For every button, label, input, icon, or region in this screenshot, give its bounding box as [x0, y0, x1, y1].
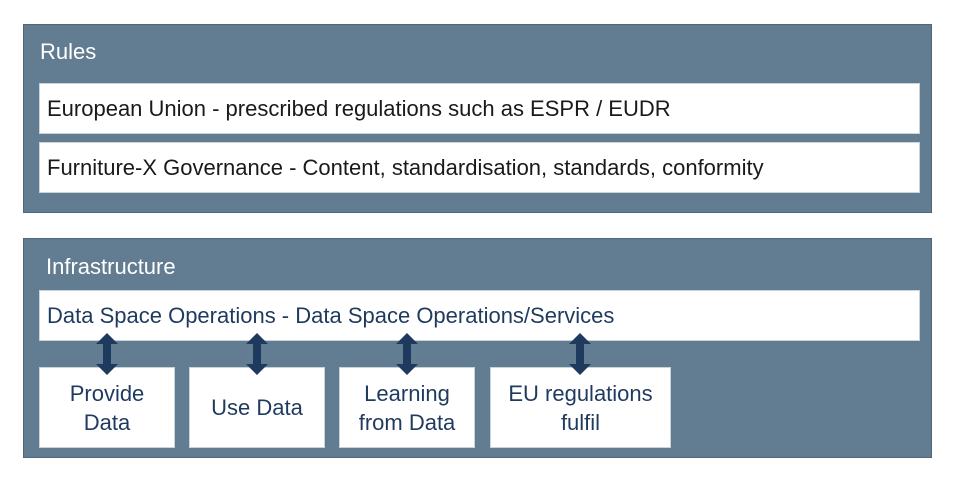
- rule-furniture-x-governance: Furniture-X Governance - Content, standa…: [39, 142, 920, 193]
- rules-panel: Rules European Union - prescribed regula…: [23, 24, 932, 213]
- use-data-box: Use Data: [189, 367, 325, 448]
- provide-data-box: Provide Data: [39, 367, 175, 448]
- learning-from-data-box: Learning from Data: [339, 367, 475, 448]
- infrastructure-title: Infrastructure: [46, 254, 176, 279]
- rules-title: Rules: [40, 39, 97, 64]
- double-arrow-learning-from-data: [396, 333, 418, 375]
- rule-eu-regulations: European Union - prescribed regulations …: [39, 83, 920, 134]
- eu-regulations-fulfil-box: EU regulations fulfil: [490, 367, 671, 448]
- double-arrow-use-data: [246, 333, 268, 375]
- infrastructure-panel: Infrastructure Data Space Operations - D…: [23, 238, 932, 458]
- double-arrow-provide-data: [96, 333, 118, 375]
- double-arrow-eu-regulations: [569, 333, 591, 375]
- data-space-operations-bar: Data Space Operations - Data Space Opera…: [39, 290, 920, 341]
